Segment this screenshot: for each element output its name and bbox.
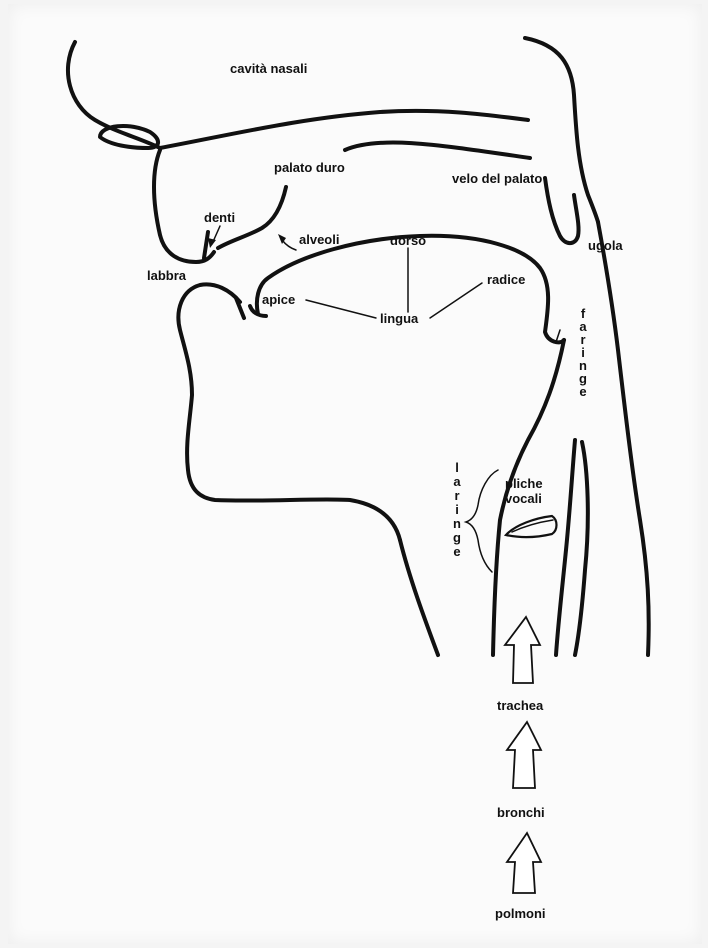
velum-outline [545,178,579,243]
hard-palate-outline [345,142,530,158]
label-apex: apice [262,292,295,307]
nasopharynx-outline [525,38,598,222]
label-root: radice [487,272,525,287]
larynx-inner-outline [556,440,575,655]
lower-lip-outline [178,284,400,540]
airflow-arrow-top [505,617,540,683]
label-alveoli: alveoli [299,232,339,247]
diagram-labels: cavità nasali palato duro velo del palat… [147,61,623,921]
label-trachea: trachea [497,698,544,713]
pharynx-tick [556,330,560,342]
label-vocal-folds-line2: vocali [505,491,542,506]
label-uvula: ugola [588,238,623,253]
alveoli-arrow-line [282,240,296,250]
larynx-bracket [466,470,498,572]
radice-leader [430,283,482,318]
apice-leader [306,300,376,318]
airflow-arrow-middle [507,722,541,788]
front-neck-outline [400,540,438,655]
label-nasal-cavity: cavità nasali [230,61,307,76]
label-soft-palate: velo del palato [452,171,542,186]
airflow-arrow-bottom [507,833,541,893]
label-dorsum: dorso [390,233,426,248]
label-hard-palate: palato duro [274,160,345,175]
label-lips: labbra [147,268,187,283]
upper-teeth-outline [204,232,208,258]
label-teeth: denti [204,210,235,225]
label-lungs: polmoni [495,906,546,921]
label-vocal-folds-line1: pliche [505,476,543,491]
larynx-inner-outline-2 [575,442,588,655]
label-bronchi: bronchi [497,805,545,820]
nasal-floor-outline [160,111,528,148]
anatomy-outlines [68,38,649,655]
label-tongue: lingua [380,311,419,326]
airflow-arrows [505,617,541,893]
tongue-outline [257,236,564,343]
vocal-folds-shape [506,516,557,537]
posterior-pharynx-outline [598,222,649,655]
